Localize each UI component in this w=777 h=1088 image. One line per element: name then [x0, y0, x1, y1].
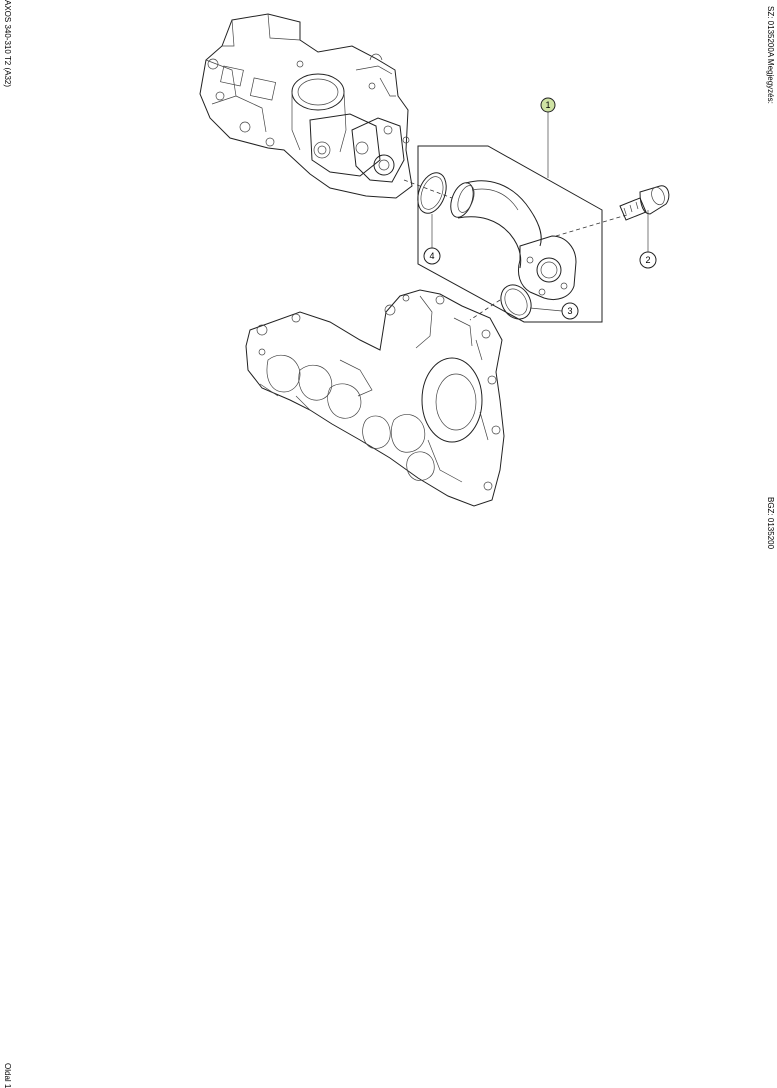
oil-pipe-drawing: [450, 180, 577, 300]
callout-2[interactable]: 2: [639, 251, 657, 269]
o-ring-upper-drawing: [417, 172, 447, 214]
page-number: Oldal 1: [3, 1063, 12, 1088]
upper-housing-drawing: [199, 13, 413, 199]
leader-3: [529, 307, 563, 312]
assembly-line-upper: [403, 179, 453, 199]
timing-cover-drawing: [245, 289, 505, 507]
bolt-drawing: [619, 185, 670, 221]
callout-4-label: 4: [429, 251, 434, 261]
assembly-line-lower: [469, 299, 501, 321]
o-ring-lower-drawing: [500, 284, 532, 320]
kit-outline: [417, 145, 603, 323]
callout-3-label: 3: [567, 306, 572, 316]
callout-1[interactable]: 1: [540, 97, 556, 113]
callout-3[interactable]: 3: [561, 302, 579, 320]
callout-2-label: 2: [645, 255, 650, 265]
exploded-parts-diagram: 1 2 3 4: [199, 13, 670, 507]
callout-1-label: 1: [545, 100, 550, 110]
assembly-line-bolt: [555, 213, 631, 237]
callout-4[interactable]: 4: [423, 247, 441, 265]
